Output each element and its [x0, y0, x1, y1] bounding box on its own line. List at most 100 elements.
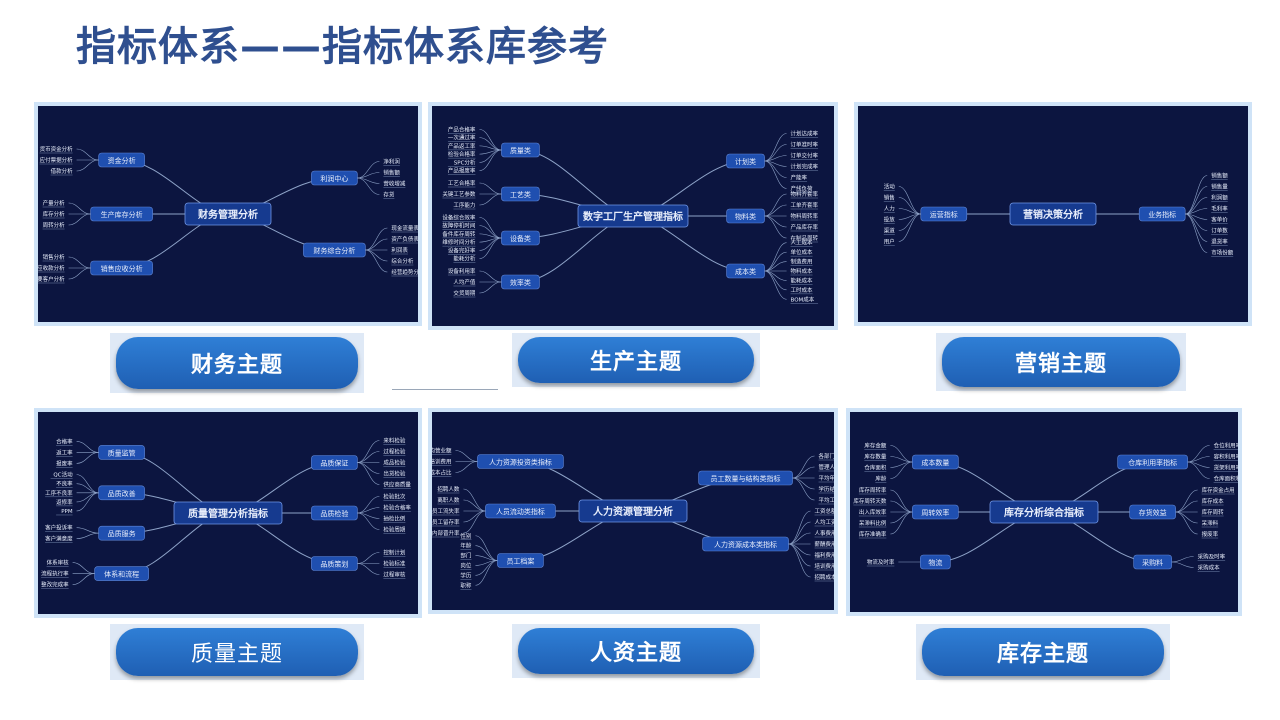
hr-topic-button[interactable]: 人资主题 [518, 628, 754, 674]
mindmap-diagram: 质量类产品合格率一次通过率产品返工率检验合格率SPC分析产品报废率工艺类工艺合格… [432, 106, 834, 326]
quality-topic-button[interactable]: 质量主题 [116, 628, 358, 676]
leaf-label: SPC分析 [454, 158, 476, 166]
inventory-topic-button[interactable]: 库存主题 [922, 628, 1164, 676]
leaf-label: 销售量 [1211, 183, 1228, 191]
mindmap-diagram: 资金分析货币资金分析应付票据分析借款分析生产库存分析产量分析库存分析周转分析销售… [38, 106, 418, 322]
leaf-label: QC活动 [53, 471, 73, 479]
branch-node[interactable] [1138, 206, 1186, 222]
leaf-connector [76, 159, 99, 172]
leaf-label: 维修时间分析 [442, 238, 476, 246]
branch-label: 财务综合分析 [313, 246, 355, 255]
leaf-connector [365, 249, 388, 273]
leaf-label: 一次通过率 [448, 134, 476, 142]
leaf-label: 员工留存率 [432, 518, 460, 526]
leaf-label: 检验批次 [383, 493, 406, 501]
leaf-label: 活动 [884, 183, 896, 191]
leaf-label: 人均培训费用 [432, 458, 451, 466]
leaf-label: 设备利用率 [448, 267, 476, 275]
leaf-connector [357, 440, 380, 463]
leaf-label: 应付票据分析 [40, 156, 74, 164]
leaf-label: 综合分析 [391, 257, 414, 265]
marketing-topic-button[interactable]: 营销主题 [942, 337, 1180, 387]
leaf-label: 仓库面积利用率 [1214, 475, 1238, 483]
leaf-label: 人力 [884, 205, 895, 213]
leaf-label: 客户满意度 [45, 535, 73, 543]
leaf-connector [1187, 461, 1210, 479]
center-node[interactable] [577, 204, 689, 228]
branch-label: 品质改善 [108, 489, 136, 498]
leaf-connector [76, 492, 99, 512]
leaf-label: 过程检验 [383, 448, 406, 456]
branch-node[interactable] [485, 503, 556, 519]
mindmap-card-inventory[interactable]: 成本数量库存金额库存数量仓库面积库龄周转效率库存周转率库存周转天数出入库效率呆滞… [846, 408, 1242, 616]
leaf-label: 投放 [884, 216, 896, 224]
leaf-label: 物料成本 [791, 267, 814, 275]
leaf-connector [357, 563, 380, 575]
center-node[interactable] [1009, 202, 1097, 226]
leaf-label: 体系审核 [47, 559, 70, 567]
finance-topic-button[interactable]: 财务主题 [116, 337, 358, 389]
leaf-connector [479, 237, 502, 259]
leaf-label: 关键工艺参数 [442, 190, 476, 198]
mindmap-card-marketing[interactable]: 运营指标活动销售人力投放渠道用户业务指标销售额销售量利润额毛利率客单价订单数退货… [854, 102, 1252, 326]
leaf-label: 能耗分析 [453, 255, 476, 263]
leaf-label: 经营趋势分析 [391, 268, 418, 276]
leaf-connector [788, 510, 811, 545]
leaf-label: 计划完成率 [791, 163, 819, 171]
leaf-label: 员工流失率 [432, 507, 460, 515]
leaf-connector [898, 213, 921, 242]
leaf-connector [76, 441, 99, 453]
leaf-connector [1175, 511, 1198, 535]
leaf-label: 营收增减 [383, 180, 406, 188]
branch-label: 周转效率 [921, 508, 949, 517]
branch-node[interactable] [477, 454, 564, 469]
leaf-label: 制造费用 [791, 258, 813, 266]
leaf-label: 学历 [460, 571, 472, 579]
leaf-connector [357, 451, 380, 463]
leaf-label: 计划达成率 [791, 130, 819, 138]
mindmap-card-finance[interactable]: 资金分析货币资金分析应付票据分析借款分析生产库存分析产量分析库存分析周转分析销售… [34, 102, 422, 326]
leaf-label: 毛利率 [1211, 205, 1228, 213]
leaf-label: 人均营业额 [432, 447, 452, 455]
center-node[interactable] [989, 500, 1099, 524]
branch-label: 质量类 [510, 146, 531, 155]
leaf-label: 存货 [383, 191, 395, 199]
center-node[interactable] [578, 499, 688, 523]
leaf-connector [357, 177, 380, 195]
center-node[interactable] [184, 202, 272, 226]
leaf-label: 培训费用率 [815, 562, 834, 570]
leaf-connector [764, 193, 787, 217]
branch-label: 品质服务 [108, 529, 136, 538]
leaf-label: 性别 [460, 532, 471, 540]
leaf-label: 人均产值 [453, 278, 476, 286]
leaf-label: 备件库存周转 [442, 230, 476, 238]
leaf-label: 库存周转率 [859, 486, 887, 494]
leaf-connector [357, 462, 380, 485]
leaf-label: 离职人数 [437, 496, 460, 504]
leaf-label: 订单数 [1211, 227, 1228, 235]
leaf-label: 仓库面积 [864, 464, 887, 472]
leaf-label: 订单准时率 [791, 141, 819, 149]
leaf-label: 周转分析 [43, 221, 66, 229]
branch-label: 资金分析 [108, 156, 136, 165]
production-topic-button[interactable]: 生产主题 [518, 337, 754, 383]
leaf-label: 薪酬费用率 [815, 540, 834, 548]
leaf-label: 工单齐套率 [791, 201, 819, 209]
center-node[interactable] [173, 501, 283, 525]
leaf-label: 合格率 [56, 437, 73, 445]
leaf-label: 用户 [884, 238, 895, 246]
leaf-connector [890, 445, 913, 463]
leaf-label: 故障停机时间 [442, 222, 475, 230]
leaf-label: 库存金额 [864, 442, 887, 450]
leaf-label: 利润额 [1211, 194, 1228, 202]
leaf-label: 来料检验 [383, 437, 406, 445]
leaf-connector [890, 461, 913, 479]
leaf-label: 库存分析 [43, 210, 66, 218]
leaf-connector [792, 466, 815, 479]
leaf-label: 设备综合效率 [442, 213, 476, 221]
branch-label: 物流 [928, 558, 942, 567]
mindmap-card-hr[interactable]: 人力资源投资类指标人均营业额人均培训费用人力成本占比人员流动类指标招聘人数离职人… [428, 408, 838, 614]
branch-label: 仓库利用率指标 [1128, 458, 1177, 467]
